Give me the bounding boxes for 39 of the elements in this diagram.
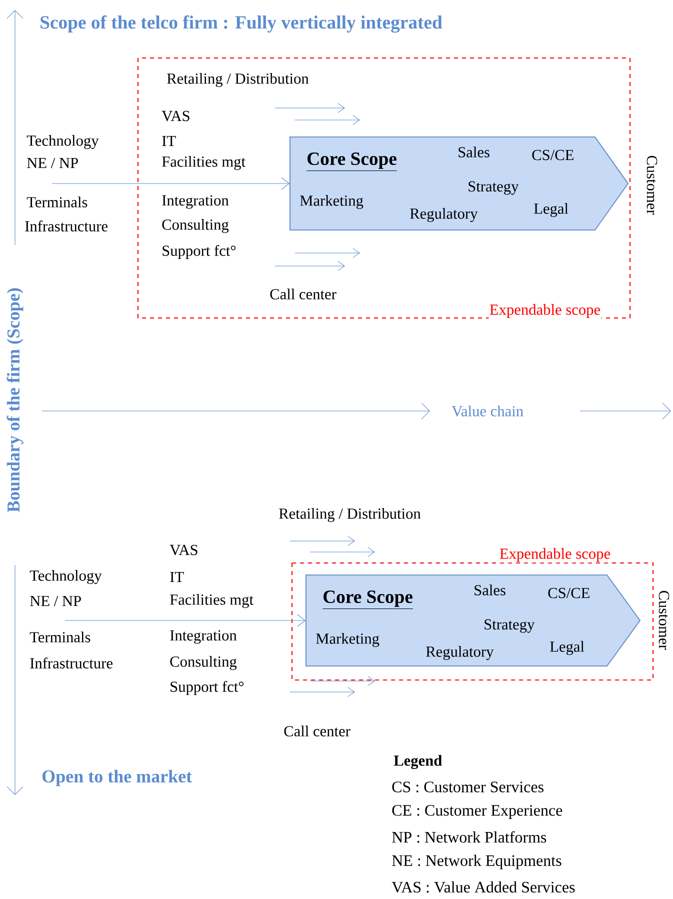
title: Scope of the telco firm : Fully vertically integrated (40, 15, 442, 33)
text-label: Terminals (26, 196, 88, 208)
arrow (52, 177, 290, 190)
text-label: Infrastructure (30, 658, 112, 668)
text-label: Infrastructure (25, 220, 108, 232)
text-label: VAS (170, 544, 198, 556)
legend-entry: CS : Customer Services (392, 782, 544, 792)
legend-entry: CE : Customer Experience (392, 805, 562, 819)
axis-label: Value chain (452, 406, 524, 416)
arrow (64, 614, 306, 627)
text-label: Retailing / Distribution (167, 73, 309, 87)
axis-label: Boundary of the firm (Scope) (6, 288, 24, 512)
text-label: Integration (170, 630, 237, 644)
node-label: Expendable scope (500, 548, 610, 562)
text-label: Technology (26, 135, 99, 149)
text-label: NE / NP (27, 158, 78, 168)
text-label: IT (170, 572, 184, 582)
text-label: Technology (30, 570, 102, 584)
legend-entry: VAS : Value Added Services (392, 881, 575, 893)
text-label: Support fct° (162, 244, 236, 260)
text-label: Customer (658, 590, 670, 650)
legend-heading: Legend (394, 755, 442, 770)
text-label: Customer (646, 156, 658, 215)
text-label: Facilities mgt (162, 156, 246, 170)
text-label: Terminals (30, 632, 90, 642)
text-label: IT (162, 136, 176, 146)
text-label: Retailing / Distribution (279, 508, 421, 522)
text-label: VAS (162, 110, 190, 122)
text-label: Support fct° (170, 680, 244, 696)
text-label: Call center (284, 726, 350, 736)
text-label: Integration (162, 195, 229, 209)
text-label: NE / NP (30, 596, 81, 606)
text-label: Facilities mgt (170, 594, 254, 608)
text-label: Consulting (170, 656, 237, 670)
text-label: Consulting (162, 219, 229, 233)
axis-label: Open to the market (42, 770, 192, 786)
text-label: Call center (270, 288, 336, 300)
legend-entry: NP : Network Platforms (392, 831, 546, 843)
legend-entry: NE : Network Equipments (392, 854, 562, 870)
